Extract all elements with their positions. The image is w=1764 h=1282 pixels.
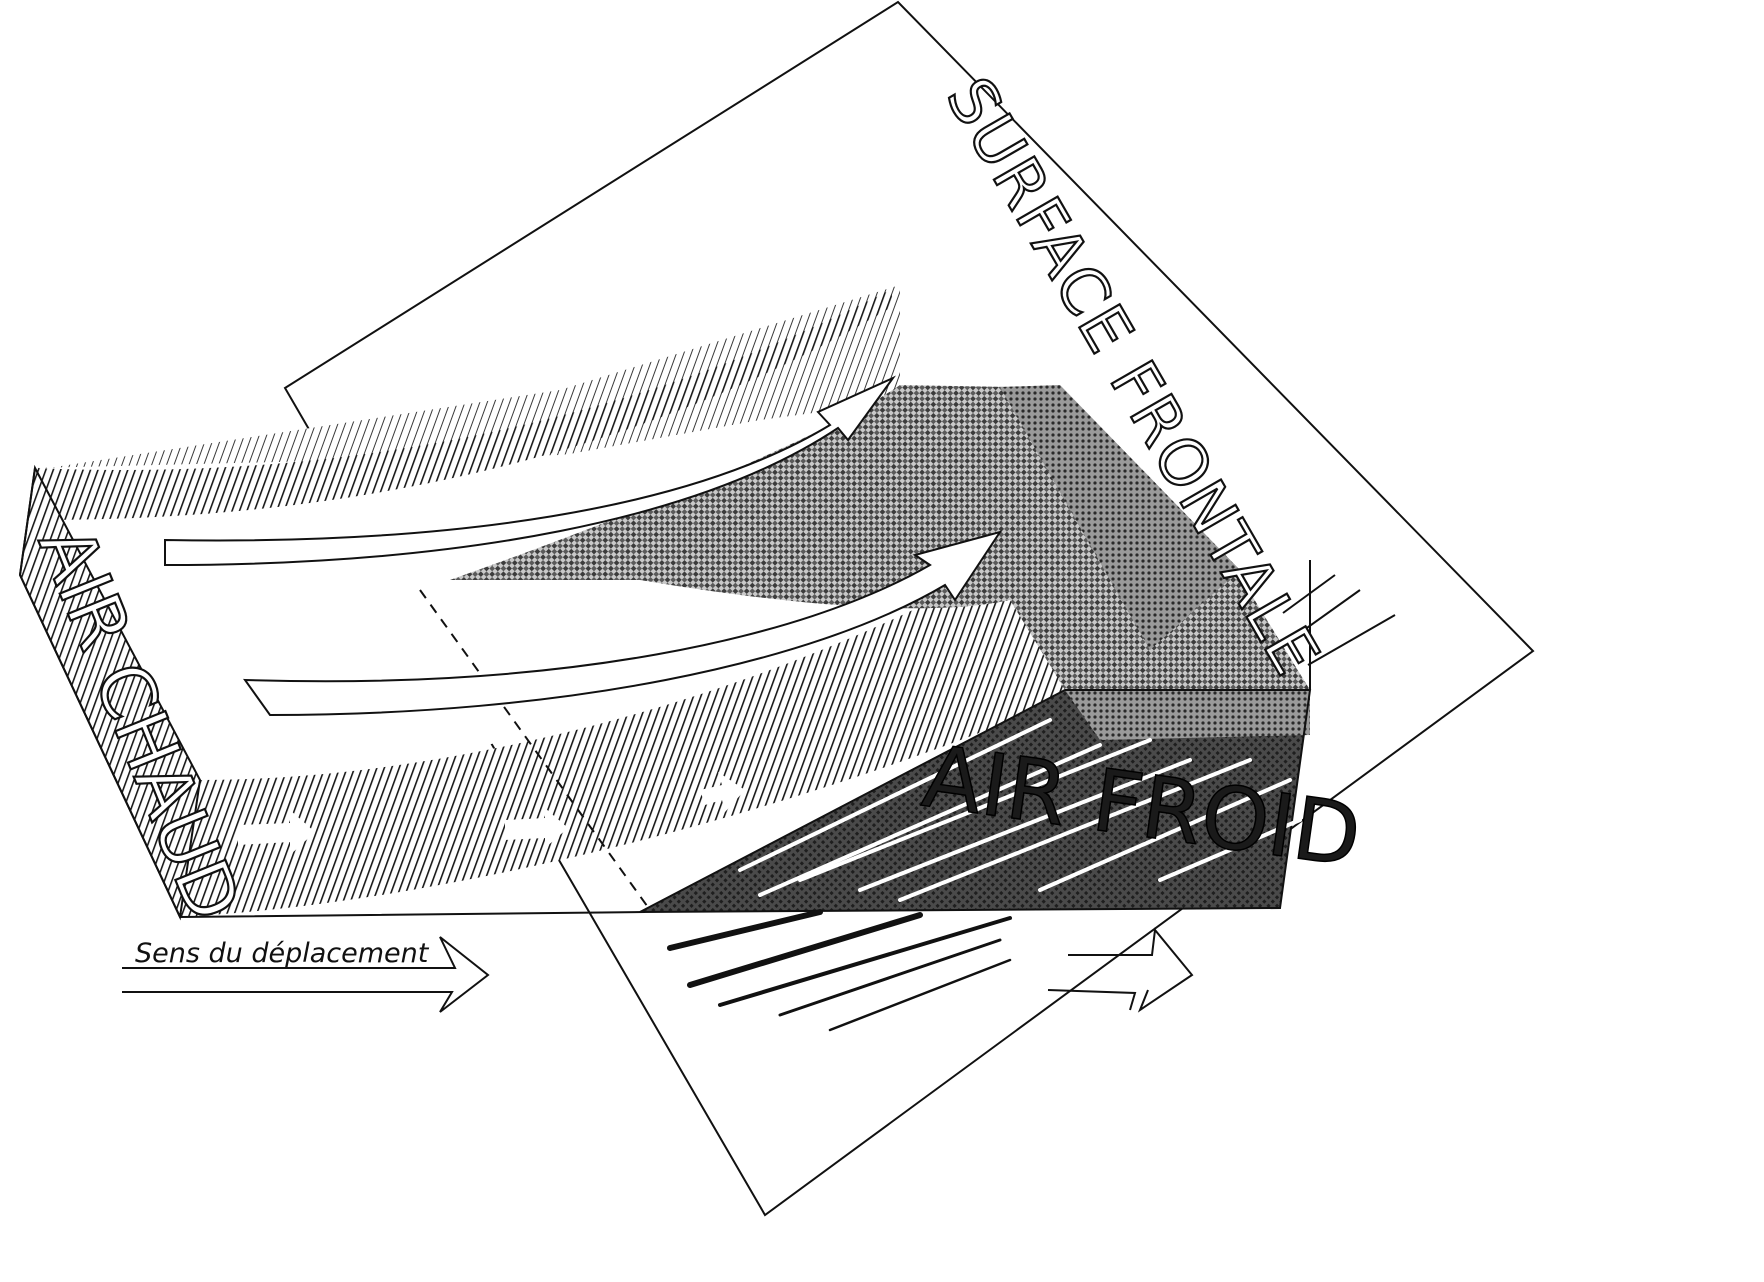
movement-arrow-left <box>122 936 490 1013</box>
warm-air-upper-band <box>35 290 895 520</box>
surface-flow-arrows <box>238 772 745 855</box>
cold-air-streaks <box>738 718 1302 902</box>
warm-air-rising-arrows <box>164 375 1003 717</box>
movement-arrow-right-upper <box>1068 927 1194 1013</box>
movement-arrows <box>122 927 1194 1013</box>
cold-air-flow-lines <box>667 909 1012 1032</box>
frontal-mixing-zone <box>450 385 1310 690</box>
cold-air-wedge <box>639 560 1312 913</box>
rising-arrow-lower <box>243 530 1003 717</box>
warm-air-top-band <box>35 285 900 470</box>
movement-label: Sens du déplacement <box>135 938 430 969</box>
warm-air-lower-band <box>180 560 1150 917</box>
movement-arrow-right-lower <box>1047 989 1137 1011</box>
rising-arrow-upper <box>164 375 897 567</box>
hidden-edge <box>419 589 651 911</box>
surface-marks <box>1282 574 1396 666</box>
